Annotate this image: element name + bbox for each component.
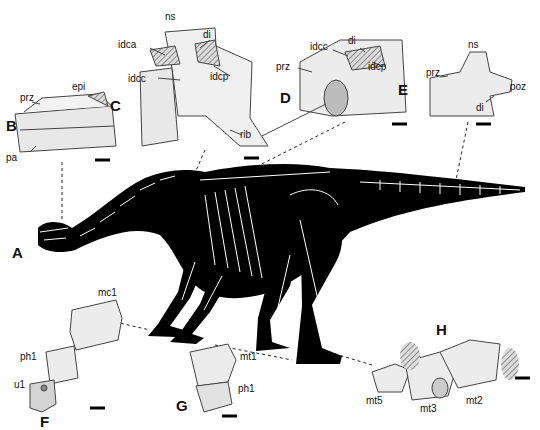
- part-label: mt5: [366, 396, 383, 406]
- pes-digit: [190, 344, 236, 412]
- part-label: ph1: [20, 352, 37, 362]
- part-label: rib: [240, 130, 251, 140]
- part-label: u1: [14, 380, 25, 390]
- part-label: prz: [20, 93, 34, 103]
- part-label: di: [348, 36, 356, 46]
- part-label: idcc: [128, 74, 146, 84]
- part-label: idcp: [368, 62, 386, 72]
- panel-letter: B: [6, 118, 17, 133]
- panel-letter: G: [176, 398, 188, 413]
- vertebra-e: [430, 52, 512, 116]
- part-label: prz: [276, 62, 290, 72]
- panel-letter: H: [436, 322, 447, 337]
- part-label: ns: [165, 12, 176, 22]
- vertebra-c: [140, 28, 268, 146]
- part-label: ph1: [238, 384, 255, 394]
- metatarsals: [372, 340, 519, 400]
- manus-bones: [30, 300, 122, 412]
- part-label: di: [203, 30, 211, 40]
- panel-letter: A: [12, 245, 23, 260]
- part-label: mc1: [98, 288, 117, 298]
- part-label: mt3: [420, 404, 437, 414]
- part-label: poz: [510, 82, 526, 92]
- panel-letter: E: [398, 82, 408, 97]
- panel-letter: D: [280, 90, 291, 105]
- body-silhouette: [38, 164, 525, 364]
- skeleton-lines: [40, 172, 520, 320]
- part-label: mt1: [240, 352, 257, 362]
- part-label: prz: [426, 68, 440, 78]
- part-label: di: [476, 103, 484, 113]
- panel-letter: C: [110, 98, 121, 113]
- part-label: epi: [72, 82, 85, 92]
- vertebra-b: [15, 92, 116, 152]
- part-label: idcc: [310, 42, 328, 52]
- panel-letter: F: [40, 414, 49, 429]
- part-label: idca: [118, 40, 136, 50]
- part-label: pa: [6, 153, 17, 163]
- part-label: idcp: [210, 72, 228, 82]
- scale-bars: [90, 124, 530, 416]
- vertebra-d: [262, 40, 406, 136]
- part-label: ns: [468, 40, 479, 50]
- part-label: mt2: [466, 396, 483, 406]
